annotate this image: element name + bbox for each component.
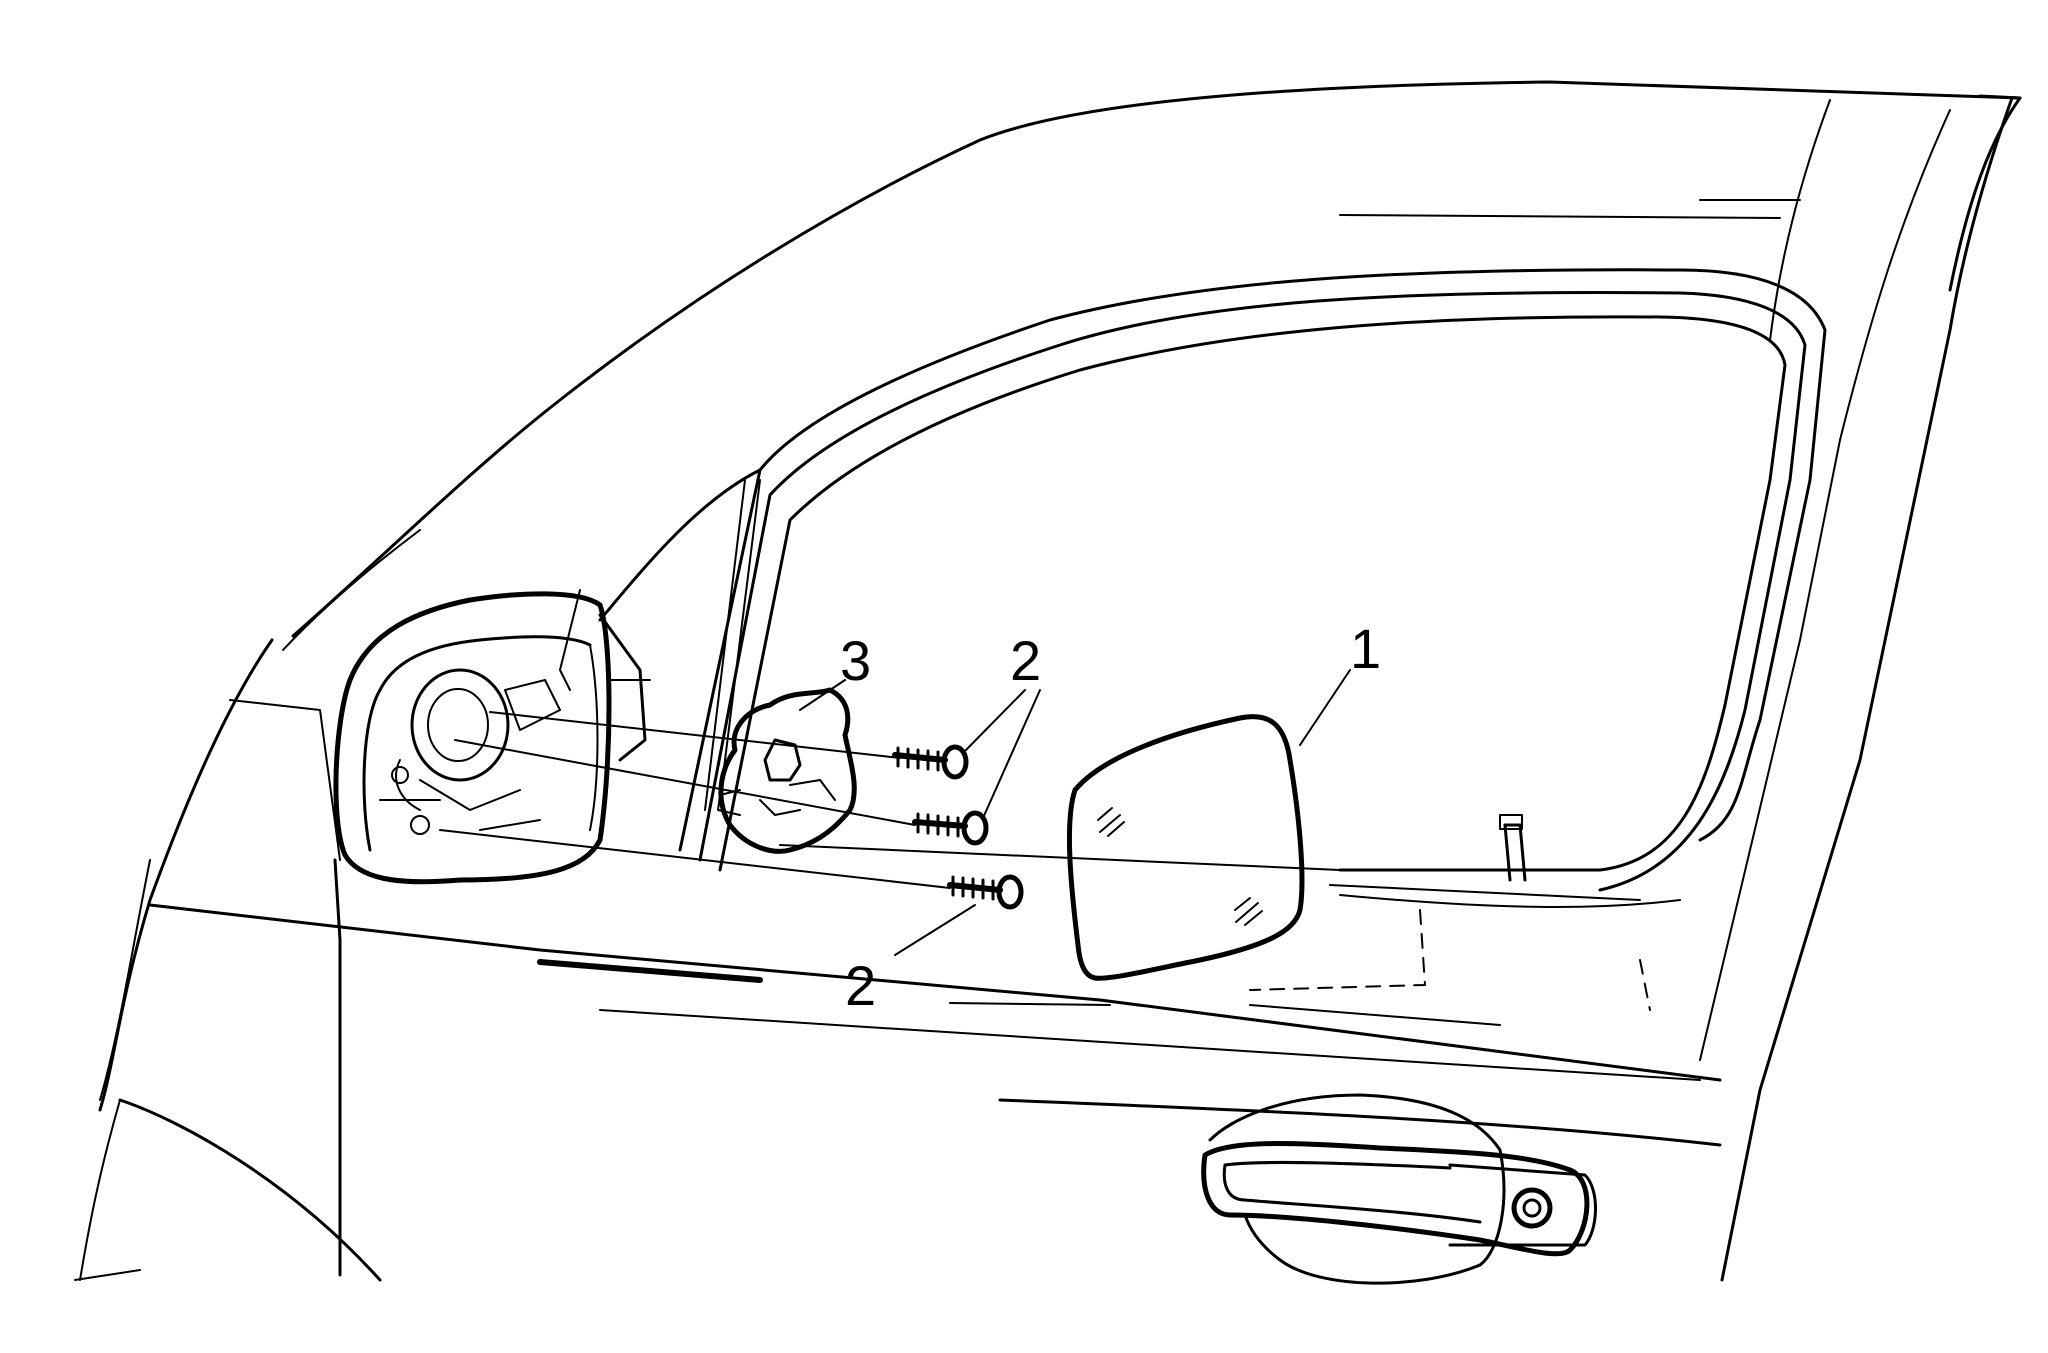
callout-2-upper: 2 <box>962 629 1041 819</box>
door-handle <box>1201 1093 1597 1285</box>
callout-3-label: 3 <box>840 629 871 692</box>
door-panel <box>74 80 2022 1282</box>
callout-3: 3 <box>799 629 871 711</box>
callout-2-lower-label: 2 <box>845 954 876 1017</box>
mirror-glass <box>1066 714 1305 981</box>
screw-upper <box>892 744 969 780</box>
screw-middle <box>912 810 989 846</box>
callout-1: 1 <box>1299 617 1381 746</box>
screw-lower <box>947 874 1024 910</box>
callout-2-upper-label: 2 <box>1010 629 1041 692</box>
mirror-housing <box>333 591 651 885</box>
callout-1-label: 1 <box>1350 617 1381 680</box>
assembly-guide-lines <box>439 711 951 889</box>
callout-2-lower: 2 <box>845 904 976 1017</box>
mirror-actuator <box>717 687 857 854</box>
window-frame <box>559 199 1827 1011</box>
